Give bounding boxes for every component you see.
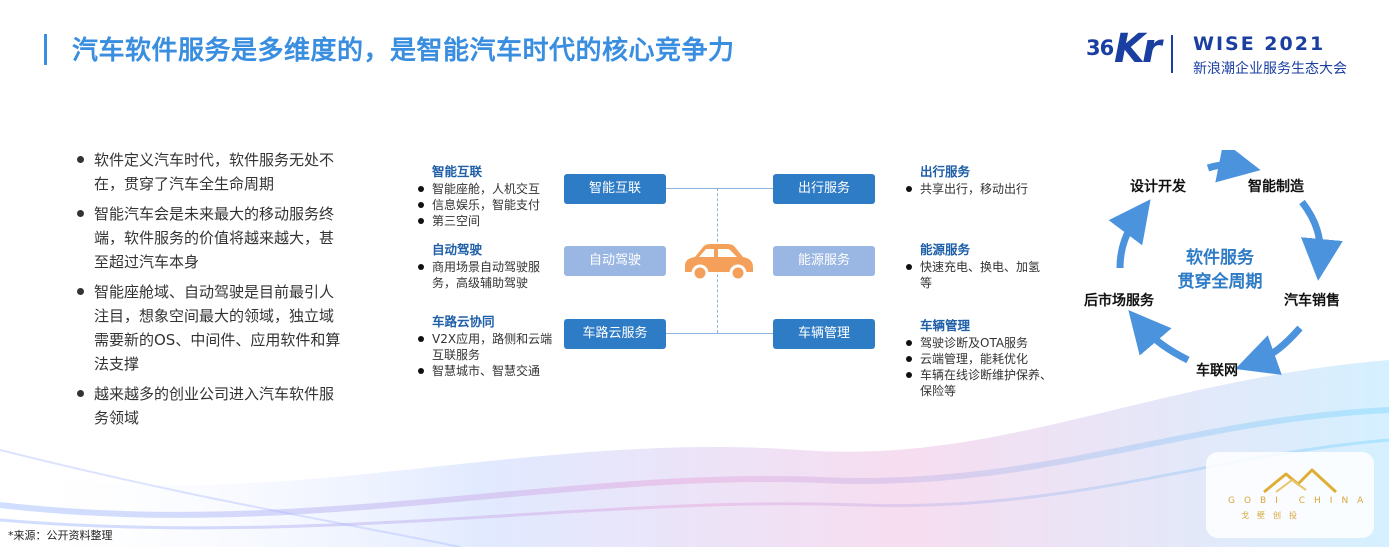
group-item: V2X应用，路侧和云端互联服务	[414, 331, 562, 363]
group-v2x: 车路云协同 V2X应用，路侧和云端互联服务 智慧城市、智慧交通	[414, 311, 562, 379]
group-item: 车辆在线诊断维护保养、保险等	[902, 367, 1052, 399]
group-item: 商用场景自动驾驶服务，高级辅助驾驶	[414, 259, 562, 291]
cycle-arrow	[1299, 199, 1343, 281]
group-item: 共享出行，移动出行	[902, 181, 1042, 197]
bullet-item: 越来越多的创业公司进入汽车软件服务领域	[76, 382, 344, 430]
cycle-node-manufacture: 智能制造	[1248, 179, 1304, 195]
group-heading: 出行服务	[920, 164, 971, 179]
cycle-node-sales: 汽车销售	[1284, 293, 1340, 309]
bullet-item: 软件定义汽车时代，软件服务无处不在，贯穿了汽车全生命周期	[76, 148, 344, 196]
connector-line	[666, 333, 774, 334]
cycle-node-iov: 车联网	[1196, 363, 1238, 379]
group-autonomous: 自动驾驶 商用场景自动驾驶服务，高级辅助驾驶	[414, 239, 562, 291]
title-accent-bar	[44, 34, 47, 65]
logo-divider	[1171, 35, 1173, 73]
group-heading: 自动驾驶	[432, 242, 483, 257]
cycle-arrow	[1128, 310, 1190, 364]
group-item: 第三空间	[414, 213, 564, 229]
group-item: 智能座舱，人机交互	[414, 181, 564, 197]
gobi-watermark-card	[1206, 452, 1374, 538]
cycle-arrow	[1108, 199, 1151, 269]
group-heading: 智能互联	[432, 164, 483, 179]
connector-line	[666, 188, 774, 189]
gobi-logo-cn: 戈壁创投	[1241, 511, 1305, 520]
cycle-center-line1: 软件服务	[1186, 248, 1254, 268]
cycle-arrow	[1206, 150, 1261, 183]
group-energy: 能源服务 快速充电、换电、加氢等	[902, 239, 1042, 291]
logo-36kr-number: 36	[1086, 36, 1114, 60]
group-item: 智慧城市、智慧交通	[414, 363, 562, 379]
cycle-arrow	[1235, 325, 1303, 375]
gobi-logo-en: GOBI CHINA	[1228, 496, 1373, 506]
cycle-center-text: 软件服务 贯穿全周期	[1160, 246, 1280, 294]
group-item: 快速充电、换电、加氢等	[902, 259, 1042, 291]
group-heading: 车辆管理	[920, 318, 971, 333]
box-autonomous: 自动驾驶	[564, 246, 666, 276]
box-v2x-cloud: 车路云服务	[564, 319, 666, 349]
cycle-node-design: 设计开发	[1130, 179, 1186, 195]
cycle-arrows	[1108, 150, 1343, 375]
cycle-node-aftermarket: 后市场服务	[1084, 293, 1154, 309]
group-item: 驾驶诊断及OTA服务	[902, 335, 1052, 351]
bullet-item: 智能汽车会是未来最大的移动服务终端，软件服务的价值将越来越大，甚至超过汽车本身	[76, 202, 344, 274]
group-vehicle-mgmt: 车辆管理 驾驶诊断及OTA服务 云端管理，能耗优化 车辆在线诊断维护保养、保险等	[902, 315, 1052, 399]
box-mobility: 出行服务	[773, 174, 875, 204]
wise-title: WISE 2021	[1193, 33, 1326, 55]
box-smart-connect: 智能互联	[564, 174, 666, 204]
wise-subtitle: 新浪潮企业服务生态大会	[1193, 61, 1347, 77]
box-vehicle-mgmt: 车辆管理	[773, 319, 875, 349]
group-heading: 能源服务	[920, 242, 971, 257]
source-note: *来源：公开资料整理	[8, 529, 113, 542]
bullet-item: 智能座舱域、自动驾驶是目前最引人注目，想象空间最大的领域，独立域需要新的OS、中…	[76, 280, 344, 376]
group-mobility: 出行服务 共享出行，移动出行	[902, 161, 1042, 197]
gobi-mountain-icon	[1263, 468, 1338, 494]
box-energy: 能源服务	[773, 246, 875, 276]
bullet-list: 软件定义汽车时代，软件服务无处不在，贯穿了汽车全生命周期 智能汽车会是未来最大的…	[76, 148, 344, 436]
group-item: 信息娱乐，智能支付	[414, 197, 564, 213]
group-smart-connect: 智能互联 智能座舱，人机交互 信息娱乐，智能支付 第三空间	[414, 161, 564, 229]
page-title: 汽车软件服务是多维度的，是智能汽车时代的核心竞争力	[72, 36, 735, 66]
cycle-center-line2: 贯穿全周期	[1177, 272, 1263, 292]
group-item: 云端管理，能耗优化	[902, 351, 1052, 367]
logo-36kr-letters: Kr	[1114, 26, 1162, 72]
car-icon	[685, 244, 753, 282]
group-heading: 车路云协同	[432, 314, 495, 329]
